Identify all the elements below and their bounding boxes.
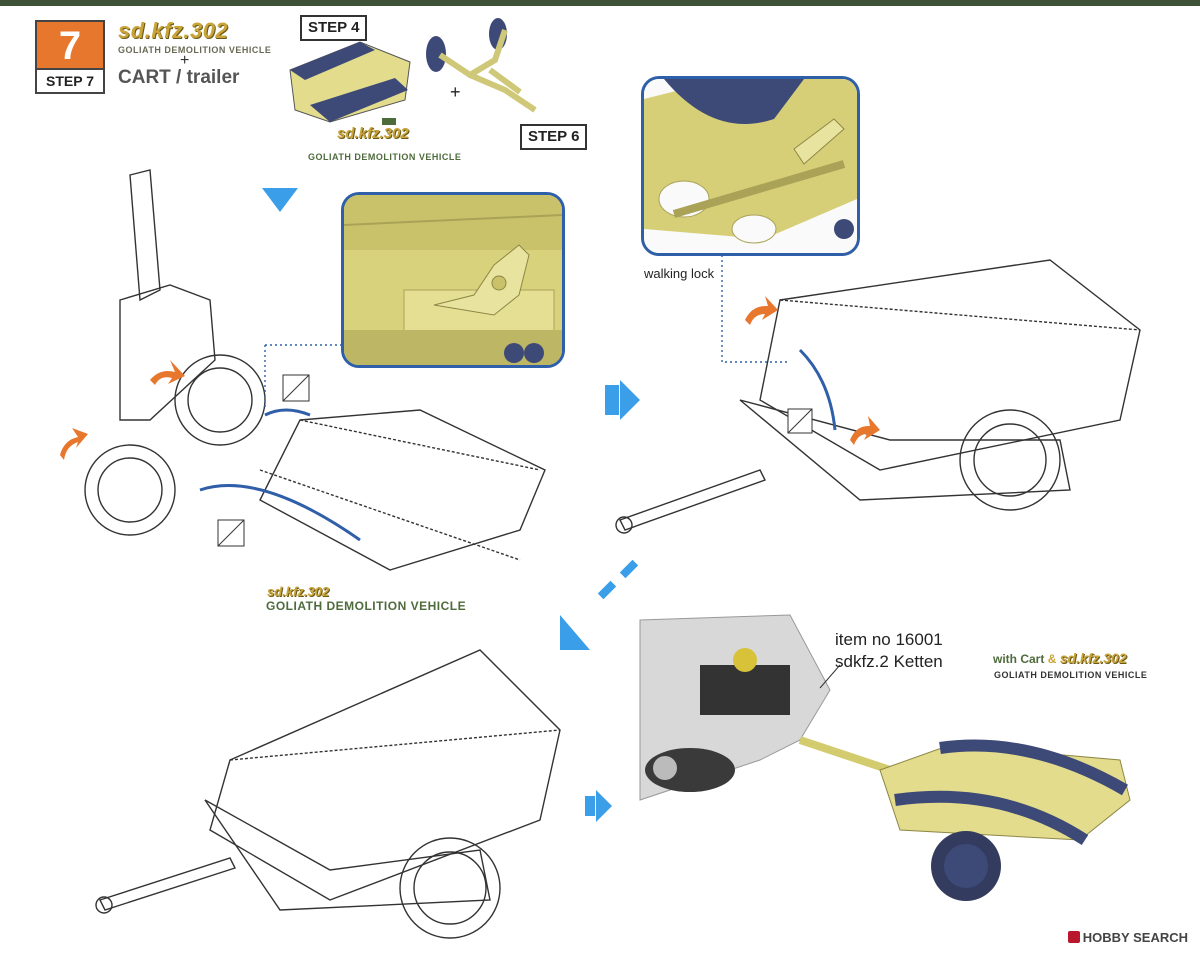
reference-goliath-thumb bbox=[289, 41, 411, 125]
reference-vehicle-name: GOLIATH DEMOLITION VEHICLE bbox=[308, 152, 462, 162]
rotate-arrows-2 bbox=[745, 296, 880, 445]
title-plus: + bbox=[180, 52, 190, 69]
item-name: sdkfz.2 Ketten bbox=[835, 652, 943, 671]
top-border bbox=[0, 0, 1200, 6]
stage2-loaded-cart bbox=[615, 255, 1141, 534]
assembly-vehicle-code: sd.kfz.302 bbox=[267, 584, 330, 599]
reference-plus: + bbox=[450, 82, 461, 102]
reference-cart-thumb bbox=[426, 18, 537, 113]
page-title: sd.kfz.302 bbox=[118, 18, 229, 43]
detail-inset-walking-lock bbox=[641, 76, 860, 256]
detail-inset-hitch bbox=[341, 192, 565, 368]
step4-label: STEP 4 bbox=[300, 15, 368, 41]
page-subtitle: GOLIATH DEMOLITION VEHICLE bbox=[118, 45, 272, 55]
ampersand: & bbox=[1047, 652, 1057, 666]
watermark-text: HOBBY SEARCH bbox=[1082, 930, 1188, 945]
item-number: item no 16001 bbox=[835, 630, 943, 649]
assembly-vehicle-name: GOLIATH DEMOLITION VEHICLE bbox=[266, 599, 467, 613]
no-glue-icon-2 bbox=[787, 408, 813, 434]
rotate-arrows-1 bbox=[60, 360, 185, 460]
stage3-completed-cart bbox=[95, 649, 561, 939]
walking-lock-label: walking lock bbox=[644, 266, 715, 281]
walking-lock-illustration bbox=[644, 79, 857, 253]
reference-vehicle-code: sd.kfz.302 bbox=[337, 125, 409, 142]
step-label: STEP 7 bbox=[35, 68, 105, 94]
step6-label: STEP 6 bbox=[520, 124, 588, 150]
cart-title: CART / trailer bbox=[118, 67, 240, 88]
no-glue-icons bbox=[217, 374, 310, 547]
step-number-badge: 7 bbox=[35, 20, 105, 70]
hitch-detail-illustration bbox=[344, 195, 562, 365]
watermark: HOBBY SEARCH bbox=[1067, 930, 1188, 945]
with-cart-label: with Cart bbox=[993, 652, 1045, 666]
final-vehicle-name: GOLIATH DEMOLITION VEHICLE bbox=[994, 670, 1148, 680]
final-vehicle-code: sd.kfz.302 bbox=[1059, 650, 1127, 666]
final-caption: with Cart & sd.kfz.302 bbox=[993, 650, 1127, 666]
hobby-search-logo-icon bbox=[1067, 931, 1080, 943]
